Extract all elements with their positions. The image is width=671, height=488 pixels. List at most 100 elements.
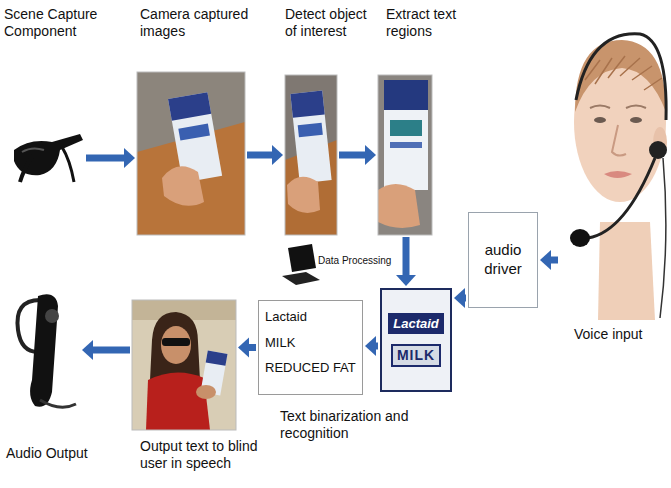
box-text: audio driver — [473, 241, 533, 279]
arrow-head — [238, 338, 249, 358]
detect-photo — [285, 75, 337, 235]
mannequin-head — [630, 117, 642, 123]
camera-image-step: Camera captured images — [137, 72, 245, 235]
voice-input-step: Voice input — [560, 20, 668, 320]
mannequin-head — [576, 34, 666, 120]
camera-photo — [168, 92, 211, 121]
arrow-head — [365, 336, 376, 356]
step-caption: Output text to blind user in speech — [140, 438, 275, 472]
mannequin-head — [570, 34, 667, 320]
extract-step: Extract text regions — [378, 75, 432, 235]
laptop-icon — [282, 244, 320, 285]
arrow-head — [82, 340, 93, 360]
arrow-shaft — [376, 343, 378, 350]
mannequin-head — [585, 56, 662, 90]
text-region-photo — [390, 120, 422, 136]
step-caption: Detect object of interest — [285, 6, 377, 40]
step-caption: Voice input — [574, 326, 671, 343]
sunglasses-icon — [14, 134, 83, 182]
earpiece-icon — [40, 400, 76, 407]
mannequin-head — [570, 229, 590, 247]
sunglasses-icon — [20, 146, 44, 182]
audio-output-step: Audio Output — [10, 288, 80, 420]
earpiece-icon — [30, 294, 58, 406]
recognized-text-box: LactaidMILK REDUCED FAT — [258, 300, 363, 395]
text-region-photo — [378, 184, 420, 228]
text-region-photo — [378, 75, 432, 235]
flow-arrow — [82, 340, 130, 360]
text-region-photo — [384, 80, 428, 110]
laptop-icon — [288, 244, 316, 272]
detect-photo — [287, 177, 320, 213]
step-caption: Camera captured images — [140, 6, 258, 40]
earpiece-icon — [45, 309, 59, 323]
arrow-head — [396, 275, 416, 286]
arrow-shaft — [465, 295, 466, 302]
mannequin-head — [660, 158, 666, 318]
step-caption: Text binarization and recognition — [280, 408, 420, 442]
arrow-head — [272, 145, 283, 165]
recognized-text: Lactaid — [265, 309, 307, 325]
earpiece-icon — [17, 294, 76, 407]
detect-photo — [290, 91, 331, 184]
arrow-head — [365, 145, 376, 165]
arrow-shaft — [551, 257, 558, 264]
arrow-shaft — [86, 155, 124, 162]
arrow-shaft — [403, 237, 410, 275]
mannequin-head — [590, 106, 646, 109]
detect-photo — [285, 75, 337, 235]
detect-photo — [285, 75, 337, 235]
flow-arrow — [365, 336, 378, 356]
user-photo — [132, 300, 236, 430]
text-region-photo — [378, 75, 432, 235]
user-photo — [196, 385, 216, 399]
user-photo — [132, 300, 236, 430]
camera-photo — [137, 72, 245, 235]
camera-photo — [137, 72, 245, 235]
user-photo — [206, 351, 228, 366]
mannequin-head — [588, 158, 655, 238]
arrow-head — [454, 288, 465, 308]
arrow-shaft — [339, 152, 365, 159]
arrow-head — [540, 250, 551, 270]
camera-photo — [178, 124, 210, 141]
camera-photo — [137, 72, 245, 235]
laptop-icon — [282, 272, 320, 285]
sunglasses-icon — [22, 148, 44, 152]
flow-arrow — [454, 288, 466, 308]
step-caption: Scene Capture Component — [4, 6, 110, 40]
flow-arrow — [247, 145, 283, 165]
arrow-head — [124, 148, 135, 168]
user-photo — [162, 338, 190, 346]
detect-step: Detect object of interest — [285, 75, 337, 235]
logo-text: MILK — [391, 344, 441, 367]
text-region-photo — [384, 80, 428, 190]
mannequin-head — [604, 171, 632, 178]
detect-photo — [290, 91, 324, 118]
recognized-text: REDUCED FAT — [265, 360, 356, 376]
user-photo — [146, 372, 210, 430]
flow-arrow — [396, 237, 416, 286]
recognized-text: MILK — [265, 335, 295, 351]
step-caption: Extract text regions — [386, 6, 472, 40]
text-region-photo — [378, 75, 432, 235]
flow-arrow — [339, 145, 376, 165]
sunglasses-icon — [62, 147, 74, 182]
arrow-shaft — [93, 347, 130, 354]
arrow-shaft — [247, 152, 272, 159]
mannequin-head — [598, 222, 655, 320]
user-photo — [132, 300, 236, 430]
mannequin-head — [649, 141, 667, 159]
flow-arrow — [238, 338, 256, 358]
flow-arrow — [540, 250, 558, 270]
speech-output-step: Output text to blind user in speech — [132, 300, 236, 430]
flow-arrow — [86, 148, 135, 168]
user-photo — [150, 312, 200, 380]
mannequin-head — [575, 40, 666, 112]
text-region-photo — [390, 142, 422, 148]
process-box: audio driver — [468, 212, 538, 308]
process-label: Data Processing — [318, 255, 402, 267]
mannequin-head — [612, 125, 626, 156]
